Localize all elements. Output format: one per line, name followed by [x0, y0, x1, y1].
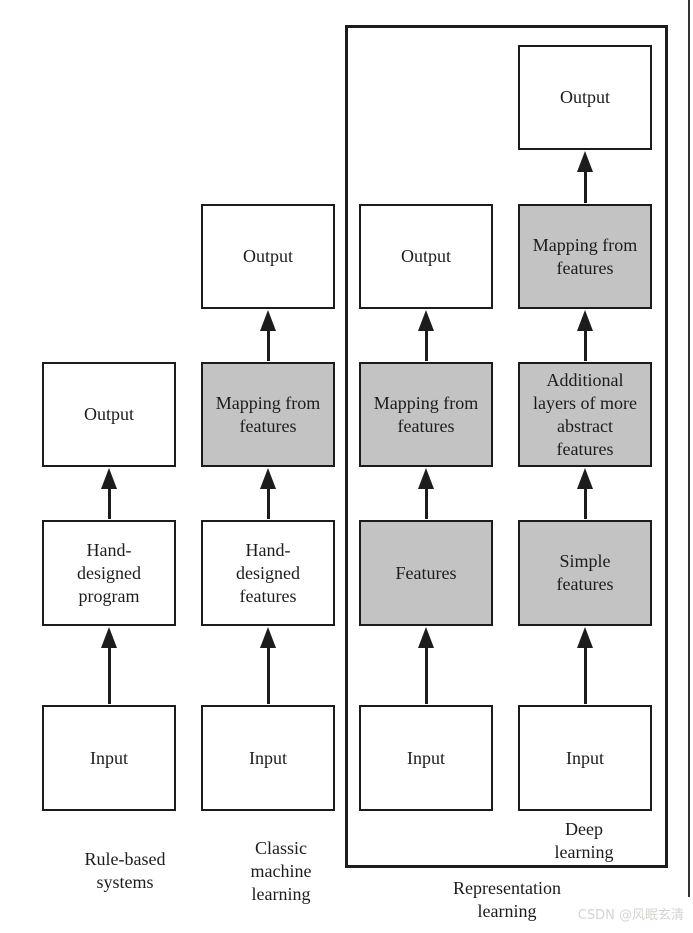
up-arrow: [577, 468, 593, 519]
box-label: features: [556, 257, 614, 278]
box-label: Mapping from: [532, 234, 638, 255]
up-arrow: [260, 468, 276, 519]
up-arrow: [418, 310, 434, 361]
caption-rule-based-systems: Rule-based systems: [84, 849, 166, 892]
simple-features-box: Simple features: [518, 520, 652, 626]
up-arrow: [260, 310, 276, 361]
input-box-representation: Input: [359, 705, 493, 811]
box-label: layers of more: [533, 392, 637, 413]
up-arrow: [418, 468, 434, 519]
box-label: features: [556, 574, 614, 594]
box-label: features: [556, 438, 614, 459]
box-label: Input: [249, 747, 287, 768]
box-label: designed: [236, 562, 300, 583]
input-box-classic-ml: Input: [201, 705, 335, 811]
up-arrow: [260, 627, 276, 704]
arrowhead-icon: [418, 468, 434, 489]
watermark: CSDN @风眠玄清: [577, 908, 684, 923]
mapping-from-features-box-classic-ml: Mapping from features: [201, 362, 335, 467]
box-label: abstract: [557, 415, 613, 436]
arrowhead-icon: [577, 151, 593, 172]
arrowhead-icon: [260, 627, 276, 648]
output-box-representation: Output: [359, 204, 493, 309]
box-label: Input: [90, 747, 128, 768]
mapping-from-features-box-representation: Mapping from features: [359, 362, 493, 467]
page-border-line: [688, 0, 690, 897]
box-label: Simple: [559, 551, 611, 571]
box-label: Output: [83, 404, 134, 424]
additional-layers-box: Additional layers of more abstract featu…: [518, 362, 652, 467]
box-label: features: [239, 415, 297, 436]
box-label: Output: [400, 246, 451, 266]
box-label: features: [239, 585, 297, 606]
representation-learning-frame: [345, 25, 668, 868]
arrowhead-icon: [101, 627, 117, 648]
arrowhead-icon: [260, 468, 276, 489]
input-box-deep-learning: Input: [518, 705, 652, 811]
caption-deep-learning: Deep learning: [554, 819, 614, 862]
arrowhead-icon: [577, 310, 593, 331]
caption-classic-machine-learning: Classic machine learning: [250, 838, 312, 904]
arrowhead-icon: [418, 627, 434, 648]
up-arrow: [101, 627, 117, 704]
up-arrow: [577, 310, 593, 361]
arrowhead-icon: [418, 310, 434, 331]
arrowhead-icon: [577, 468, 593, 489]
box-label: Output: [559, 87, 610, 107]
box-label: Input: [566, 747, 604, 768]
up-arrow: [577, 151, 593, 203]
box-label: Mapping from: [215, 392, 321, 413]
box-label: Mapping from: [373, 392, 479, 413]
caption-representation-learning: Representation learning: [453, 878, 561, 921]
box-label: Input: [407, 747, 445, 768]
features-box: Features: [359, 520, 493, 626]
up-arrow: [101, 468, 117, 519]
box-label: features: [397, 415, 455, 436]
box-label: Hand-: [245, 539, 291, 560]
box-label: Features: [395, 562, 457, 583]
box-label: program: [78, 585, 140, 606]
hand-designed-program-box: Hand- designed program: [42, 520, 176, 626]
up-arrow: [577, 627, 593, 704]
arrowhead-icon: [577, 627, 593, 648]
arrowhead-icon: [101, 468, 117, 489]
box-label: Additional: [546, 369, 624, 390]
output-box-rule-based: Output: [42, 362, 176, 467]
output-box-deep-learning: Output: [518, 45, 652, 150]
hand-designed-features-box: Hand- designed features: [201, 520, 335, 626]
input-box-rule-based: Input: [42, 705, 176, 811]
box-label: Hand-: [86, 539, 132, 560]
mapping-from-features-box-deep-learning: Mapping from features: [518, 204, 652, 309]
box-label: Output: [242, 246, 293, 266]
output-box-classic-ml: Output: [201, 204, 335, 309]
up-arrow: [418, 627, 434, 704]
arrowhead-icon: [260, 310, 276, 331]
box-label: designed: [77, 562, 141, 583]
